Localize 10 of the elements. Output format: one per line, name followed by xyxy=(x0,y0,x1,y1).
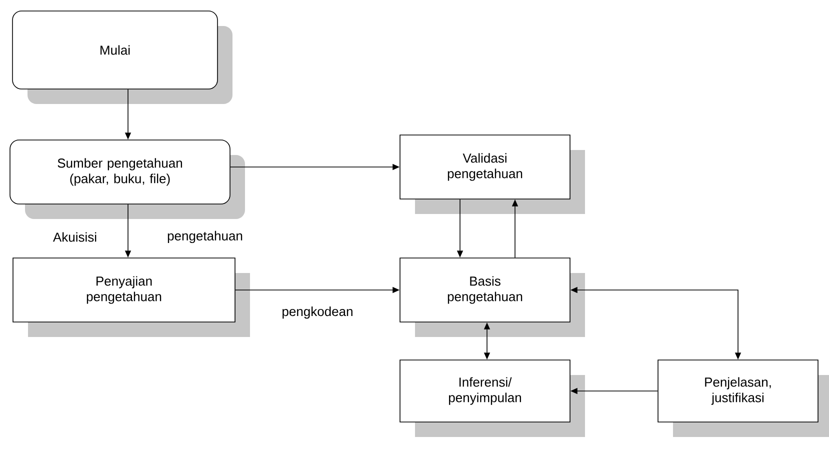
process-box: Penyajian pengetahuan xyxy=(12,258,250,337)
annotation-text: Akuisisi xyxy=(53,232,96,242)
process-box: Validasi pengetahuan xyxy=(400,134,585,214)
process-box: Basis pengetahuan xyxy=(400,258,585,337)
annotation-text: pengetahuan xyxy=(168,230,242,244)
process-box: Sumber pengetahuan (pakar, buku, file) xyxy=(10,140,245,219)
process-box: Inferensi/ penyimpulan xyxy=(400,360,585,437)
process-box: Mulai xyxy=(12,10,232,104)
process-box: Penjelasan, justifikasi xyxy=(658,360,829,437)
edge-label: pengkodean xyxy=(282,306,352,319)
